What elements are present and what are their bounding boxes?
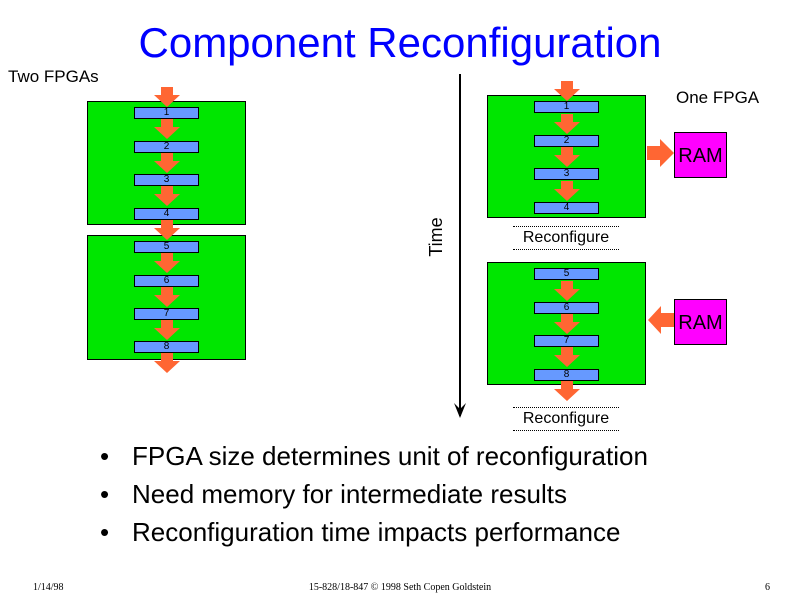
footer-page-number: 6 — [765, 582, 770, 593]
flow-arrow — [554, 114, 580, 134]
flow-arrow — [154, 320, 180, 340]
bullet-icon: • — [100, 441, 110, 471]
left-flow-arrows — [154, 87, 180, 373]
flow-arrow — [554, 314, 580, 334]
reconfigure-label-2: Reconfigure — [513, 407, 619, 431]
reconfigure-label-1: Reconfigure — [513, 226, 619, 250]
time-axis-arrowhead — [454, 403, 466, 418]
flow-arrow — [154, 153, 180, 173]
stage-block-right: 2 — [534, 135, 599, 147]
stage-block-left: 6 — [134, 275, 199, 287]
bullet-list: •FPGA size determines unit of reconfigur… — [100, 437, 648, 551]
flow-arrow — [554, 147, 580, 167]
footer-date: 1/14/98 — [33, 582, 64, 593]
flow-arrow — [154, 353, 180, 373]
footer-course: 15-828/18-847 © 1998 Seth Copen Goldstei… — [308, 582, 492, 593]
flow-arrow — [554, 181, 580, 201]
stage-block-left: 8 — [134, 341, 199, 353]
flow-arrow — [554, 347, 580, 367]
flow-arrow — [154, 87, 180, 107]
stage-block-left: 7 — [134, 308, 199, 320]
load-from-ram-arrow — [648, 306, 674, 334]
store-to-ram-arrow — [647, 139, 674, 167]
flow-arrow — [554, 81, 580, 101]
stage-block-left: 5 — [134, 241, 199, 253]
stage-block-right: 5 — [534, 268, 599, 280]
stage-block-left: 2 — [134, 141, 199, 153]
stage-block-left: 3 — [134, 174, 199, 186]
ram-box-load: RAM — [674, 299, 727, 345]
one-fpga-label: One FPGA — [676, 88, 760, 107]
time-axis-label: Time — [426, 217, 446, 257]
bullet-item: •Need memory for intermediate results — [100, 475, 648, 513]
flow-arrow — [154, 119, 180, 139]
stage-block-right: 3 — [534, 168, 599, 180]
stage-block-left: 1 — [134, 107, 199, 119]
flow-arrow — [554, 381, 580, 401]
stage-block-right: 7 — [534, 335, 599, 347]
flow-arrow — [154, 220, 180, 240]
slide-title: Component Reconfiguration — [138, 19, 662, 66]
bullet-item: •Reconfiguration time impacts performanc… — [100, 513, 648, 551]
flow-arrow — [154, 287, 180, 307]
ram-box-store: RAM — [674, 132, 727, 178]
flow-arrow — [154, 253, 180, 273]
bullet-icon: • — [100, 517, 110, 547]
two-fpgas-label: Two FPGAs — [8, 67, 99, 86]
bullet-icon: • — [100, 479, 110, 509]
stage-block-right: 6 — [534, 302, 599, 314]
stage-block-right: 4 — [534, 202, 599, 214]
stage-block-right: 1 — [534, 101, 599, 113]
flow-arrow — [554, 281, 580, 301]
stage-block-right: 8 — [534, 369, 599, 381]
bullet-item: •FPGA size determines unit of reconfigur… — [100, 437, 648, 475]
stage-block-left: 4 — [134, 208, 199, 220]
flow-arrow — [154, 186, 180, 206]
